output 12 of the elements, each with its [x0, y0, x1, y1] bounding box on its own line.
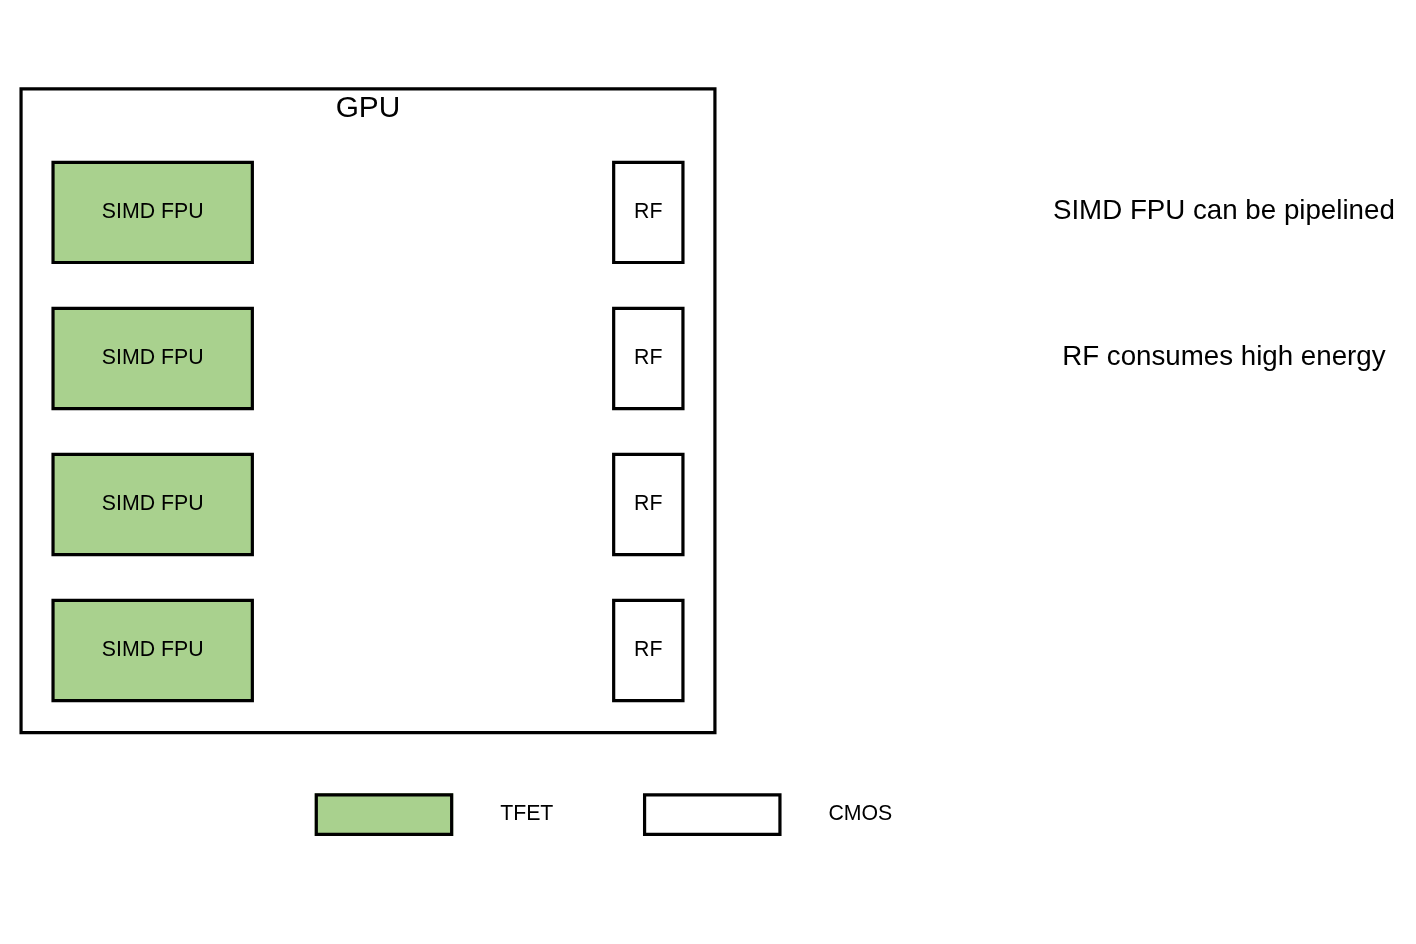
node-box: SIMD FPU: [51, 452, 254, 556]
legend-label: CMOS: [828, 800, 893, 825]
node-box: SIMD FPU: [51, 306, 254, 410]
node-box: SIMD FPU: [51, 160, 254, 264]
node-box: RF: [612, 598, 685, 702]
label: RF consumes high energy: [1062, 339, 1386, 371]
node-box: SIMD FPU: [51, 598, 254, 702]
legend-label: TFET: [500, 800, 554, 825]
node-box: RF: [612, 452, 685, 556]
node-box: RF: [612, 306, 685, 410]
node-box: RF: [612, 160, 685, 264]
label: SIMD FPU can be pipelined: [1052, 193, 1395, 225]
